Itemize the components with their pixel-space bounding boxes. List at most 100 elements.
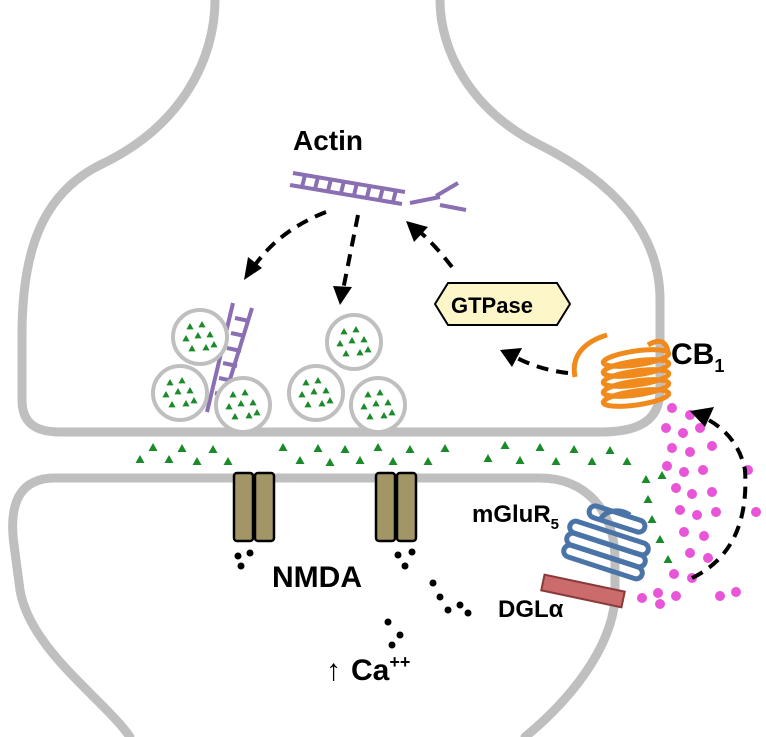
- endocannabinoid-dot: [699, 531, 709, 541]
- endocannabinoid-dot: [667, 443, 677, 453]
- cleft-neurotransmitter: [135, 455, 145, 463]
- neurotransmitter-triangle: [352, 326, 360, 333]
- mglur5-label-sub: 5: [551, 516, 559, 533]
- endocannabinoid-dot: [679, 467, 689, 477]
- endocannabinoid-dot: [679, 527, 689, 537]
- endocannabinoid-dot: [662, 461, 672, 471]
- cleft-neurotransmitter: [551, 457, 561, 465]
- neurotransmitter-triangle: [194, 332, 202, 339]
- cleft-neurotransmitter: [483, 454, 493, 462]
- calcium-up-arrow: ↑: [326, 654, 341, 687]
- cleft-neurotransmitter: [641, 475, 651, 483]
- neurotransmitter-triangle: [360, 336, 368, 343]
- calcium-ions: [234, 548, 472, 649]
- neurotransmitter-triangle: [388, 409, 396, 416]
- endocannabinoid-dot: [637, 593, 647, 603]
- dgl-label-greek: α: [549, 596, 564, 623]
- neurotransmitter-triangle: [206, 331, 214, 338]
- postsynaptic-membrane: [8, 473, 620, 737]
- arrowhead-down: [333, 286, 352, 305]
- endocannabinoid-dot: [678, 428, 688, 438]
- arrowheads: [244, 221, 714, 427]
- neurotransmitter-triangle: [178, 377, 186, 384]
- neurotransmitter-triangle: [162, 391, 170, 398]
- synaptic-vesicles: [151, 308, 407, 434]
- cleft-neurotransmitter: [657, 471, 667, 479]
- endocannabinoid-dot: [687, 489, 697, 499]
- cleft-neurotransmitter: [423, 457, 433, 465]
- endocannabinoid-dot: [731, 587, 741, 597]
- nmda-label: NMDA: [272, 561, 362, 594]
- cleft-neurotransmitter: [313, 444, 323, 452]
- neurotransmitter-triangle: [372, 400, 380, 407]
- gtpase-box: [433, 282, 572, 326]
- arrowhead-up-left: [406, 221, 428, 242]
- cleft-neurotransmitter: [569, 445, 579, 453]
- arrowhead-gtpase: [500, 348, 522, 367]
- neurotransmitter-triangle: [318, 400, 326, 407]
- cleft-neurotransmitter: [405, 445, 415, 453]
- nmda-receptor-icon: [232, 471, 276, 543]
- neurotransmitter-triangle: [166, 379, 174, 386]
- cleft-neurotransmitter: [515, 456, 525, 464]
- endocannabinoid-dot: [685, 447, 695, 457]
- cleft-neurotransmitter: [177, 444, 187, 452]
- cleft-neurotransmitter: [500, 441, 510, 449]
- neurotransmitter-triangle: [348, 337, 356, 344]
- dashed-arrows: [253, 210, 748, 580]
- cb1-label-sub: 1: [714, 356, 724, 376]
- cb1-label: CB1: [671, 338, 724, 376]
- neurotransmitter-triangle: [188, 345, 196, 352]
- endocannabinoid-dot: [695, 423, 705, 433]
- calcium-label-main: Ca: [351, 654, 390, 687]
- neurotransmitter-triangle: [182, 400, 190, 407]
- cleft-neurotransmitter: [340, 445, 350, 453]
- neurotransmitter-triangle: [302, 379, 310, 386]
- mglur5-receptor-icon: [561, 503, 651, 582]
- neurotransmitter-triangle: [340, 328, 348, 335]
- cleft-neurotransmitters: [135, 441, 673, 563]
- cleft-neurotransmitter: [587, 457, 597, 465]
- neurotransmitter-triangle: [304, 401, 312, 408]
- arrow-actin-to-vesicle-right: [341, 214, 360, 291]
- endocannabinoid-dot: [675, 505, 685, 515]
- arrow-ecb-to-cb1: [691, 416, 748, 580]
- neurotransmitter-triangle: [241, 389, 249, 396]
- cleft-neurotransmitter: [388, 457, 398, 465]
- cleft-neurotransmitter: [192, 457, 202, 465]
- actin-filament-icon: [289, 171, 467, 212]
- cleft-neurotransmitter: [278, 443, 288, 451]
- mglur5-label-main: mGluR: [472, 501, 551, 528]
- arrow-gtpase-to-actin: [418, 230, 454, 269]
- neurotransmitter-triangle: [376, 389, 384, 396]
- dgl-label-main: DGL: [498, 596, 549, 623]
- neurotransmitter-triangle: [326, 397, 334, 404]
- endocannabinoid-dot: [715, 591, 725, 601]
- endocannabinoid-dot: [707, 487, 717, 497]
- cleft-neurotransmitter: [208, 445, 218, 453]
- endocannabinoid-dot: [655, 599, 665, 609]
- presynaptic-membrane: [17, 0, 665, 437]
- cleft-neurotransmitter: [164, 455, 174, 463]
- arrowhead-cb1: [690, 407, 714, 427]
- neurotransmitter-triangle: [225, 403, 233, 410]
- neurotransmitter-triangle: [202, 344, 210, 351]
- neurotransmitter-triangle: [249, 399, 257, 406]
- neurotransmitter-triangle: [174, 388, 182, 395]
- endocannabinoid-dot: [669, 569, 679, 579]
- neurotransmitter-triangle: [356, 349, 364, 356]
- neurotransmitter-triangle: [237, 400, 245, 407]
- neurotransmitter-triangle: [310, 388, 318, 395]
- neurotransmitter-triangle: [336, 340, 344, 347]
- cleft-neurotransmitter: [663, 555, 673, 563]
- nmda-receptor-icon-2: [374, 471, 418, 543]
- dgl-alpha-label: DGLα: [498, 596, 564, 623]
- neurotransmitter-triangle: [360, 403, 368, 410]
- neurotransmitter-triangle: [190, 397, 198, 404]
- neurotransmitter-triangle: [210, 341, 218, 348]
- endocannabinoid-dot: [698, 465, 708, 475]
- neurotransmitter-triangle: [364, 391, 372, 398]
- neurotransmitter-triangle: [168, 401, 176, 408]
